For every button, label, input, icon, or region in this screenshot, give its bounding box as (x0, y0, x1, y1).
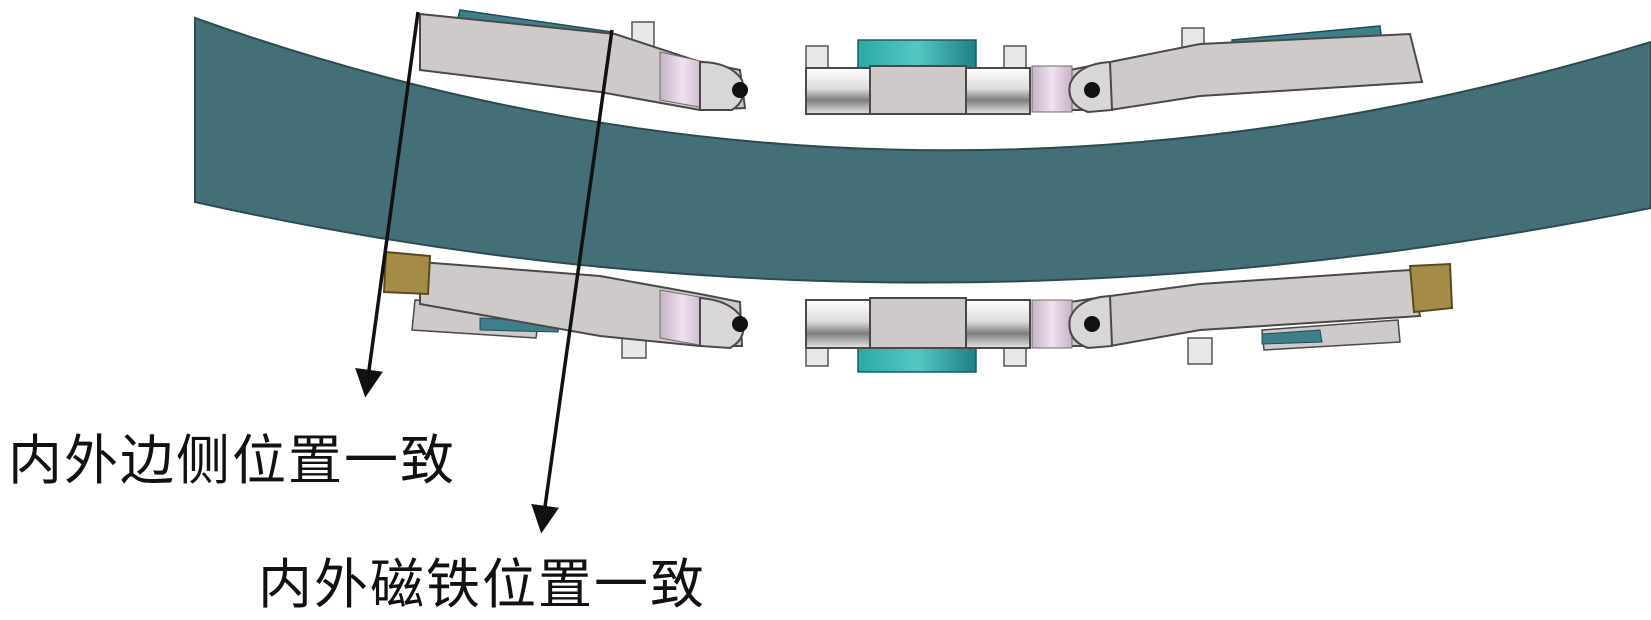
lower-left-pink-plate (659, 289, 706, 347)
right-end-block (1408, 262, 1454, 314)
lower-roller-left (805, 299, 871, 349)
upper-center-block (869, 65, 967, 115)
side-alignment-arrow (355, 11, 420, 398)
upper-roller-right (965, 67, 1031, 115)
upper-pin-center-right (1003, 45, 1027, 71)
lower-right-pink-plate (1031, 299, 1073, 349)
lower-right-teal-plate (1261, 329, 1323, 345)
upper-right-pink-plate (1031, 65, 1073, 113)
lower-link-assembly (382, 250, 1454, 373)
upper-right-plate (1069, 32, 1424, 111)
magnet-alignment-label: 内外磁铁位置一致 (258, 553, 706, 616)
lower-right-pivot (1084, 316, 1100, 332)
lower-pin-right (1187, 337, 1213, 365)
upper-left-hinge (699, 60, 745, 111)
upper-link-assembly (419, 9, 1424, 115)
lower-left-pivot (732, 316, 748, 332)
upper-left-pink-plate (659, 51, 706, 109)
side-alignment-label: 内外边侧位置一致 (8, 429, 456, 492)
upper-right-pivot (1084, 82, 1100, 98)
left-end-block (382, 250, 432, 296)
upper-roller-left (805, 67, 871, 115)
lower-center-block (869, 297, 967, 349)
magnet-alignment-arrow (531, 29, 614, 534)
curved-track (194, 16, 1651, 284)
upper-left-pivot (732, 82, 748, 98)
lower-roller-right (965, 299, 1031, 349)
upper-pin-center-left (805, 45, 829, 71)
